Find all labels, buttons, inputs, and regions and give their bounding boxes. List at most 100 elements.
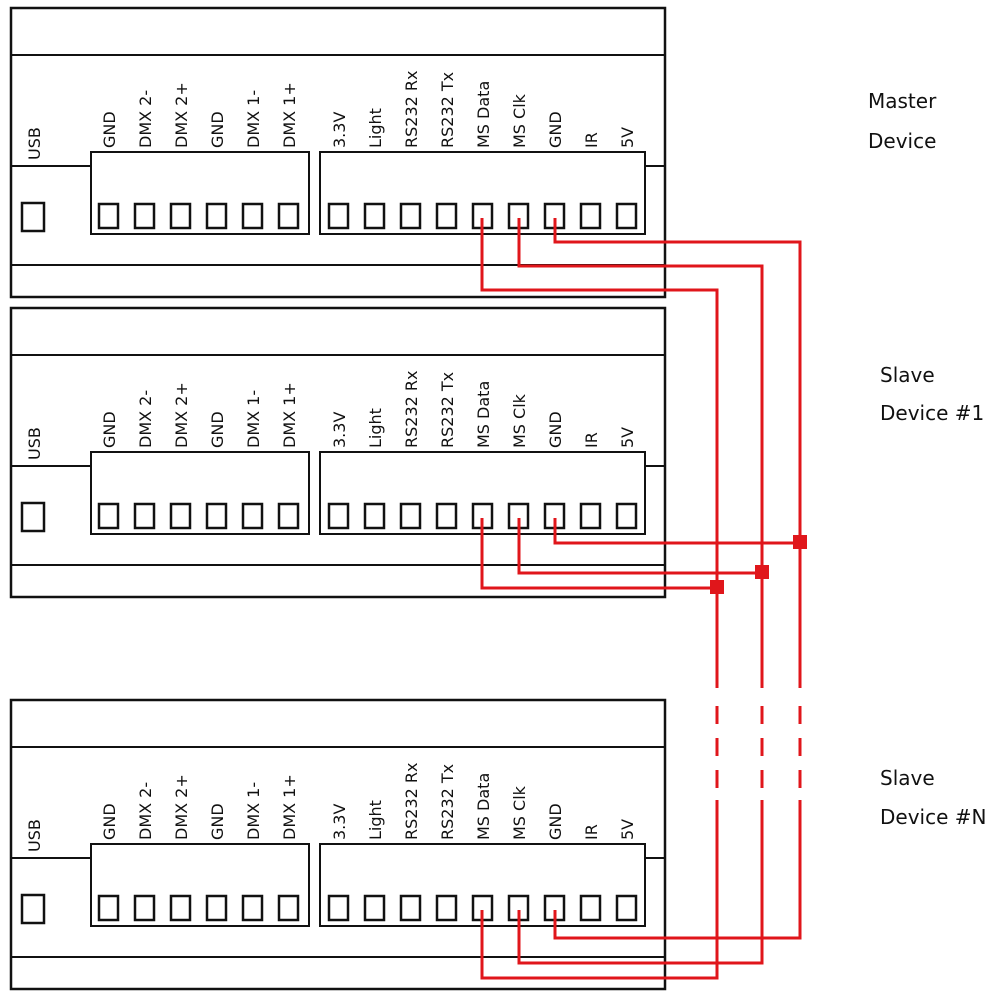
terminal-screw: [277, 202, 300, 230]
terminal-screw: [169, 502, 192, 530]
ms-clk-wire: [517, 218, 764, 688]
terminal-screw: [435, 502, 458, 530]
pin-label: DMX 1+: [280, 774, 299, 840]
terminal-screw: [363, 502, 386, 530]
pin-label: IR: [582, 432, 601, 448]
pin-label: RS232 Tx: [438, 372, 457, 448]
pin-label: MS Clk: [510, 785, 529, 840]
usb-port: [20, 201, 46, 233]
terminal-screw: [97, 894, 120, 922]
pin-label: 5V: [618, 819, 637, 840]
terminal-screw: [579, 202, 602, 230]
slave-device-n-label: Slave: [880, 766, 935, 790]
terminal-screw: [615, 894, 638, 922]
pin-label: RS232 Rx: [402, 71, 421, 148]
dmx-pin-labels: GND DMX 2- DMX 2+ GND DMX 1- DMX 1+: [100, 82, 299, 148]
terminal-screw: [169, 202, 192, 230]
usb-port: [20, 893, 46, 925]
pin-label: 5V: [618, 427, 637, 448]
ms-clk-wire: [517, 800, 764, 965]
pin-label: 5V: [618, 127, 637, 148]
ms-data-wire: [480, 518, 717, 590]
terminal-screw: [327, 502, 350, 530]
io-pin-labels: 3.3V Light RS232 Rx RS232 Tx MS Data MS …: [330, 763, 637, 840]
dmx-pin-labels: GND DMX 2- DMX 2+ GND DMX 1- DMX 1+: [100, 382, 299, 448]
pin-label: 3.3V: [330, 112, 349, 148]
slave-device-1-label: Slave: [880, 363, 935, 387]
pin-label: MS Data: [474, 773, 493, 840]
pin-label: DMX 2+: [172, 382, 191, 448]
pin-label: MS Data: [474, 381, 493, 448]
terminal-screw: [241, 894, 264, 922]
terminal-screw: [205, 894, 228, 922]
pin-label: GND: [100, 803, 119, 840]
pin-label: GND: [100, 411, 119, 448]
master-device: USB GND DMX 2- DMX 2+ GND DMX 1- DMX 1+ …: [9, 6, 667, 299]
master-device-label: Device: [868, 129, 936, 153]
terminal-screw: [97, 202, 120, 230]
pin-label: GND: [546, 411, 565, 448]
ms-bus-wiring: [480, 218, 802, 980]
terminal-screw: [133, 894, 156, 922]
terminal-screw: [363, 894, 386, 922]
terminal-screw: [399, 894, 422, 922]
master-device-label: Master: [868, 89, 937, 113]
wire-junction: [755, 565, 769, 579]
wire-junction: [793, 535, 807, 549]
terminal-screw: [435, 894, 458, 922]
gnd-wire: [553, 218, 802, 688]
pin-label: GND: [546, 803, 565, 840]
io-terminals: [327, 502, 638, 530]
pin-label: GND: [100, 111, 119, 148]
pin-label: RS232 Tx: [438, 764, 457, 840]
terminal-screw: [327, 894, 350, 922]
pin-label: DMX 2-: [136, 782, 155, 840]
pin-label: DMX 2+: [172, 82, 191, 148]
io-pin-labels: 3.3V Light RS232 Rx RS232 Tx MS Data MS …: [330, 71, 637, 148]
terminal-screw: [133, 202, 156, 230]
terminal-screw: [399, 202, 422, 230]
terminal-screw: [363, 202, 386, 230]
terminal-screw: [277, 502, 300, 530]
terminal-screw: [169, 894, 192, 922]
terminal-screw: [241, 502, 264, 530]
terminal-screw: [277, 894, 300, 922]
ms-data-wire: [480, 800, 719, 980]
device-housing: [9, 6, 667, 299]
dmx-terminal-block: [90, 451, 310, 535]
ms-clk-wire: [517, 518, 762, 575]
usb-port: [20, 501, 46, 533]
wire-junction: [710, 580, 724, 594]
pin-label: GND: [546, 111, 565, 148]
pin-label: MS Clk: [510, 93, 529, 148]
terminal-screw: [579, 894, 602, 922]
pin-label: DMX 1+: [280, 82, 299, 148]
pin-label: Light: [366, 800, 385, 840]
pin-label: DMX 2-: [136, 390, 155, 448]
dmx-terminals: [97, 202, 300, 230]
io-pin-labels: 3.3V Light RS232 Rx RS232 Tx MS Data MS …: [330, 371, 637, 448]
device-housing: [9, 306, 667, 599]
pin-label: DMX 1-: [244, 390, 263, 448]
dmx-terminal-block: [90, 151, 310, 235]
pin-label: IR: [582, 132, 601, 148]
pin-label: DMX 2+: [172, 774, 191, 840]
slave-device-1: USB GND DMX 2- DMX 2+ GND DMX 1- DMX 1+ …: [9, 306, 667, 599]
pin-label: RS232 Rx: [402, 371, 421, 448]
pin-label: 3.3V: [330, 804, 349, 840]
pin-label: Light: [366, 408, 385, 448]
slave-device-1-label: Device #1: [880, 401, 984, 425]
usb-label: USB: [25, 127, 44, 160]
pin-label: DMX 1-: [244, 782, 263, 840]
pin-label: MS Clk: [510, 393, 529, 448]
pin-label: DMX 2-: [136, 90, 155, 148]
slave-device-n-label: Device #N: [880, 805, 986, 829]
terminal-screw: [615, 502, 638, 530]
terminal-screw: [579, 502, 602, 530]
dmx-terminal-block: [90, 843, 310, 927]
pin-label: DMX 1-: [244, 90, 263, 148]
terminal-screw: [327, 202, 350, 230]
pin-label: 3.3V: [330, 412, 349, 448]
dmx-terminals: [97, 502, 300, 530]
device-housing: [9, 698, 667, 991]
